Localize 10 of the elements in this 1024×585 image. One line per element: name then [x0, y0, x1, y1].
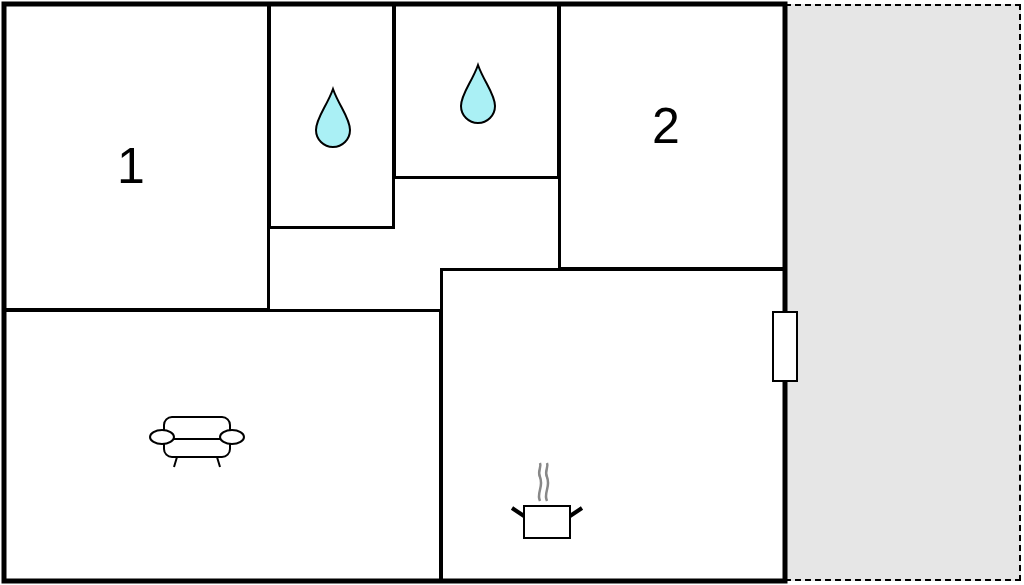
bedroom [559, 4, 785, 269]
kitchen [441, 269, 785, 581]
room-number: 2 [652, 101, 680, 151]
bathroom [394, 4, 559, 178]
terrace [785, 4, 1021, 581]
bedroom [4, 4, 269, 310]
room-number: 1 [117, 141, 145, 191]
bathroom [269, 4, 394, 228]
living-room [4, 310, 441, 581]
hallway [269, 178, 559, 310]
